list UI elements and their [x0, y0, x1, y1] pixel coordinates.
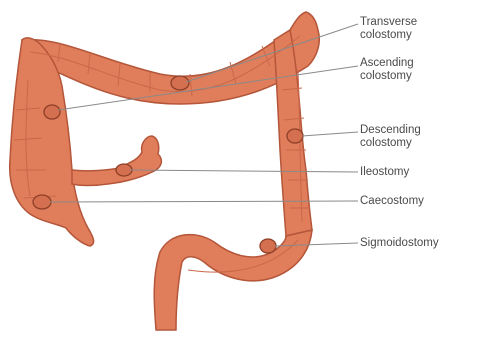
ileostomy-leader-line [130, 170, 358, 172]
descending-colostomy-label: Descending colostomy [360, 124, 421, 150]
descending-colostomy-label-line2: colostomy [360, 137, 421, 150]
ascending-stoma-site [44, 105, 60, 119]
caecostomy-stoma-site [33, 195, 51, 209]
caecostomy-leader-line [50, 201, 358, 202]
descending-stoma-site [287, 129, 303, 143]
ascending-colostomy-label-line1: Ascending [360, 57, 414, 70]
ileostomy-label-text: Ileostomy [360, 166, 409, 179]
ileum [72, 136, 161, 186]
transverse-colostomy-label: Transverse colostomy [360, 16, 417, 42]
ileostomy-stoma-site [116, 164, 132, 176]
transverse-stoma-site [171, 76, 189, 90]
transverse-colostomy-label-line1: Transverse [360, 16, 417, 29]
caecostomy-label: Caecostomy [360, 195, 424, 208]
sigmoidostomy-label-text: Sigmoidostomy [360, 237, 439, 250]
ascending-colostomy-label-line2: colostomy [360, 70, 414, 83]
sigmoid-stoma-site [260, 239, 276, 253]
ileostomy-label: Ileostomy [360, 166, 409, 179]
sigmoid-colon [154, 230, 312, 330]
transverse-colostomy-label-line2: colostomy [360, 29, 417, 42]
descending-colostomy-label-line1: Descending [360, 124, 421, 137]
caecostomy-label-text: Caecostomy [360, 195, 424, 208]
ascending-colostomy-label: Ascending colostomy [360, 57, 414, 83]
sigmoidostomy-label: Sigmoidostomy [360, 237, 439, 250]
descending-leader-line [302, 132, 358, 136]
